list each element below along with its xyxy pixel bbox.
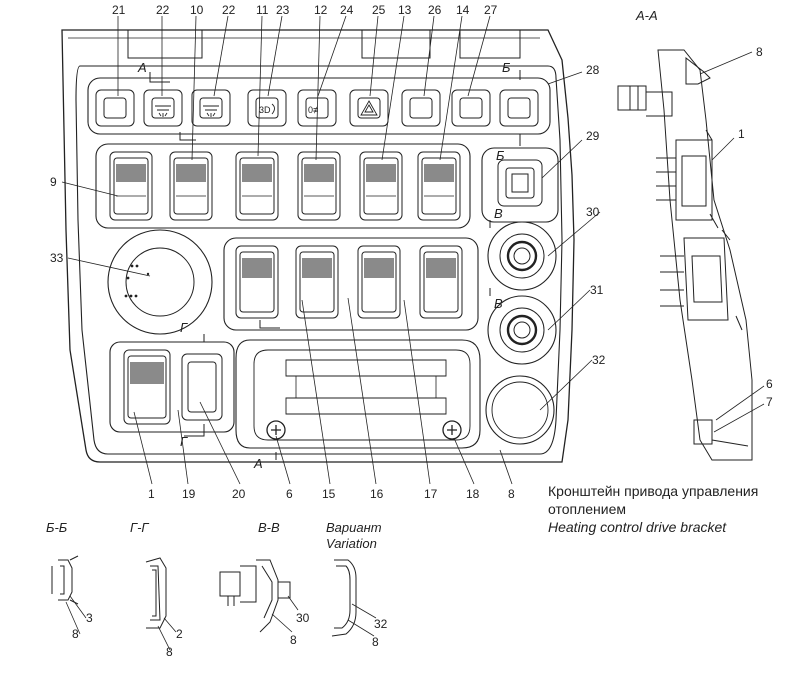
section-letters: А Б Б В В Г Г А <box>137 60 511 471</box>
section-vv: В-В 30 8 <box>219 520 310 647</box>
svg-text:3D: 3D <box>259 105 271 115</box>
variation-callout-32: 32 <box>374 617 388 631</box>
callout-24: 24 <box>340 3 354 17</box>
top-row-symbols: 3D 0≢ <box>155 100 378 117</box>
callout-25: 25 <box>372 3 386 17</box>
callout-1: 1 <box>148 487 155 501</box>
right-callouts: 28 29 30 31 32 <box>586 63 606 367</box>
section-vv-callout-8: 8 <box>290 633 297 647</box>
callout-30: 30 <box>586 205 600 219</box>
variation-title-ru: Вариант <box>326 520 382 535</box>
callout-18: 18 <box>466 487 480 501</box>
section-bb-title: Б-Б <box>46 520 68 535</box>
callout-19: 19 <box>182 487 196 501</box>
callout-23: 23 <box>276 3 290 17</box>
callout-10: 10 <box>190 3 204 17</box>
leader-lines <box>61 15 601 485</box>
callout-27: 27 <box>484 3 498 17</box>
second-row-switches <box>109 151 543 221</box>
caption-ru-line2: отоплением <box>548 501 626 517</box>
callout-21: 21 <box>112 3 126 17</box>
aa-callout-6: 6 <box>766 377 773 391</box>
mark-v-bottom: В <box>494 296 503 311</box>
view-aa-title: А-А <box>635 8 658 23</box>
aa-caption: Кронштейн привода управления отоплением … <box>548 483 758 535</box>
callout-15: 15 <box>322 487 336 501</box>
svg-text:0≢: 0≢ <box>308 105 322 115</box>
mark-g-bottom: Г <box>180 434 188 449</box>
section-bb-callout-8: 8 <box>72 627 79 641</box>
section-vv-callout-30: 30 <box>296 611 310 625</box>
left-callouts: 9 33 <box>50 175 64 265</box>
top-callouts: 21 22 10 22 11 23 12 24 25 13 26 14 27 <box>112 3 498 17</box>
callout-32: 32 <box>592 353 606 367</box>
sun-icon <box>155 105 171 117</box>
aa-callout-1: 1 <box>738 127 745 141</box>
triangle-warning-icon <box>360 100 378 116</box>
callout-22b: 22 <box>222 3 236 17</box>
callout-33: 33 <box>50 251 64 265</box>
callout-28: 28 <box>586 63 600 77</box>
callout-9: 9 <box>50 175 57 189</box>
aa-callout-8: 8 <box>756 45 763 59</box>
bottom-callouts: 1 19 20 6 15 16 17 18 8 <box>148 487 515 501</box>
callout-31: 31 <box>590 283 604 297</box>
section-bb-callout-3: 3 <box>86 611 93 625</box>
callout-8: 8 <box>508 487 515 501</box>
top-indicator-row <box>95 89 539 127</box>
dial-marks <box>124 264 150 298</box>
main-panel <box>61 29 575 463</box>
section-vv-title: В-В <box>258 520 280 535</box>
callout-14: 14 <box>456 3 470 17</box>
callout-22a: 22 <box>156 3 170 17</box>
section-gg: Г-Г 2 8 <box>130 520 183 659</box>
mark-b-top: Б <box>502 60 511 75</box>
30-icon: 3D <box>259 103 275 115</box>
view-aa: А-А 8 1 6 7 <box>617 8 773 461</box>
callout-17: 17 <box>424 487 438 501</box>
mark-a-bottom: А <box>253 456 263 471</box>
section-gg-callout-8: 8 <box>166 645 173 659</box>
mark-b-bottom: Б <box>496 148 505 163</box>
mark-v-top: В <box>494 206 503 221</box>
mark-a-top: А <box>137 60 147 75</box>
0d-icon: 0≢ <box>308 105 322 115</box>
callout-29: 29 <box>586 129 600 143</box>
callout-20: 20 <box>232 487 246 501</box>
section-gg-title: Г-Г <box>130 520 149 535</box>
callout-12: 12 <box>314 3 328 17</box>
sun-icon <box>203 105 219 117</box>
caption-ru-line1: Кронштейн привода управления <box>548 483 758 499</box>
variation-callout-8: 8 <box>372 635 379 649</box>
variation-title-en: Variation <box>326 536 377 551</box>
caption-en: Heating control drive bracket <box>548 519 727 535</box>
third-row-switches <box>235 245 463 319</box>
callout-13: 13 <box>398 3 412 17</box>
callout-16: 16 <box>370 487 384 501</box>
mark-g-top: Г <box>180 320 188 335</box>
rotary-knobs <box>499 233 545 353</box>
section-cut-lines <box>149 70 521 460</box>
aa-callout-7: 7 <box>766 395 773 409</box>
callout-26: 26 <box>428 3 442 17</box>
callout-11: 11 <box>256 3 269 17</box>
section-variation: Вариант Variation 32 8 <box>326 520 388 649</box>
callout-6: 6 <box>286 487 293 501</box>
bottom-left-switches <box>123 349 223 425</box>
section-bb: Б-Б 3 8 <box>46 520 93 641</box>
section-gg-callout-2: 2 <box>176 627 183 641</box>
